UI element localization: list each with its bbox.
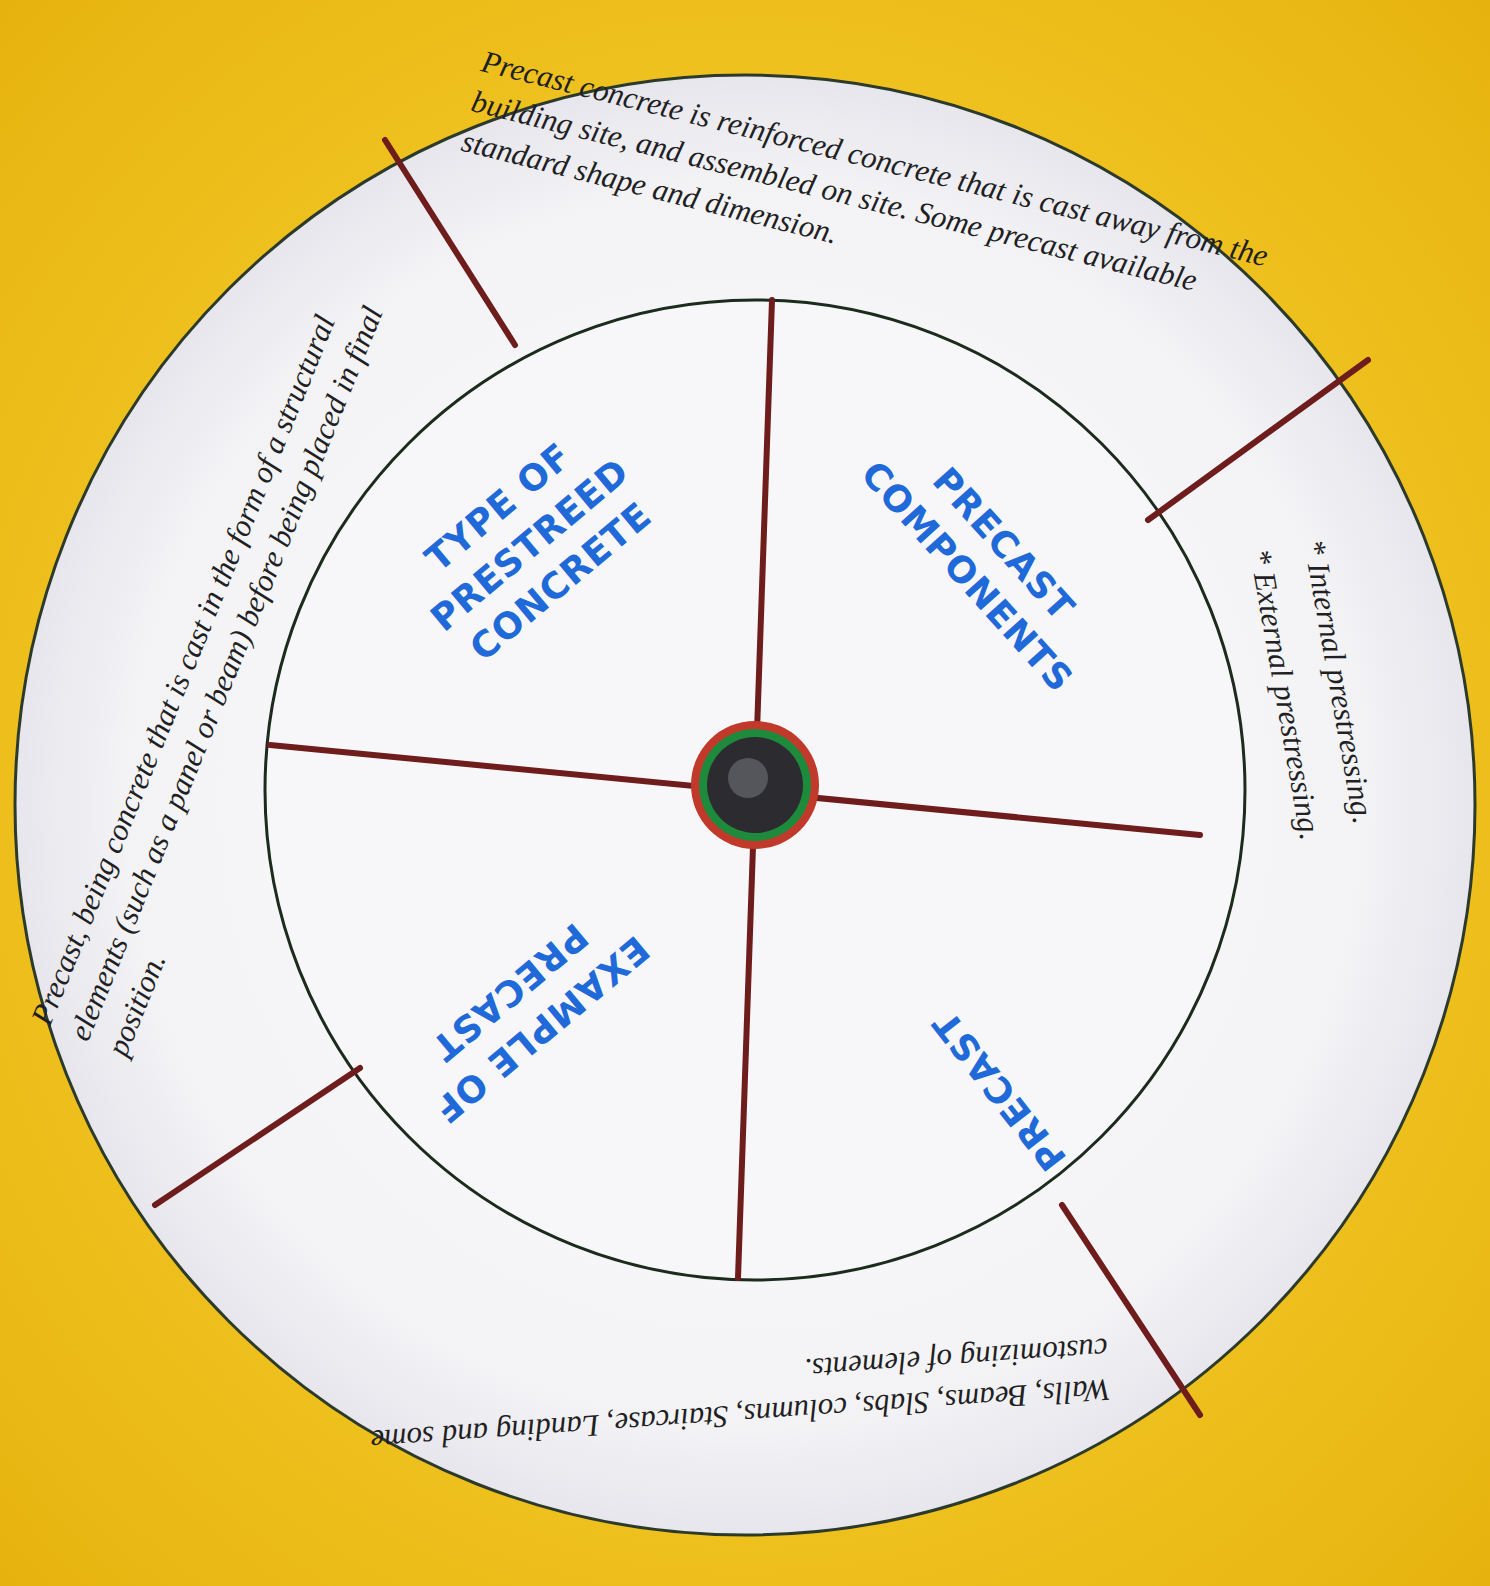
hub-center bbox=[728, 758, 768, 798]
sector-title: EXAMPLE OF PRECAST bbox=[364, 864, 687, 1157]
hub-ring bbox=[699, 729, 811, 841]
sector-title: PRECAST bbox=[882, 949, 1117, 1231]
hub-ring bbox=[691, 721, 819, 849]
segment-text: Precast, being concrete that is cast in … bbox=[22, 218, 458, 1061]
sector-title: PRECAST COMPONENTS bbox=[808, 372, 1161, 749]
ring-segment: Precast, being concrete that is cast in … bbox=[22, 218, 458, 1061]
ring-segment: Precast concrete is reinforced concrete … bbox=[457, 41, 1282, 358]
hub-center bbox=[707, 737, 803, 833]
ring-segment: Walls, Beams, Slabs, columns, Staircase,… bbox=[348, 1328, 1112, 1463]
inner-disk bbox=[265, 300, 1245, 1280]
segment-text: Walls, Beams, Slabs, columns, Staircase,… bbox=[348, 1328, 1112, 1463]
sector-label: PRECAST bbox=[882, 949, 1117, 1231]
ring-segment: * Internal prestressing.* External prest… bbox=[1239, 536, 1441, 1163]
sector-label: PRECAST COMPONENTS bbox=[808, 372, 1161, 749]
segment-text: * Internal prestressing. bbox=[1293, 536, 1441, 1154]
segment-text: Precast concrete is reinforced concrete … bbox=[457, 41, 1282, 358]
outer-disk bbox=[15, 75, 1475, 1535]
sector-label: EXAMPLE OF PRECAST bbox=[364, 864, 687, 1157]
